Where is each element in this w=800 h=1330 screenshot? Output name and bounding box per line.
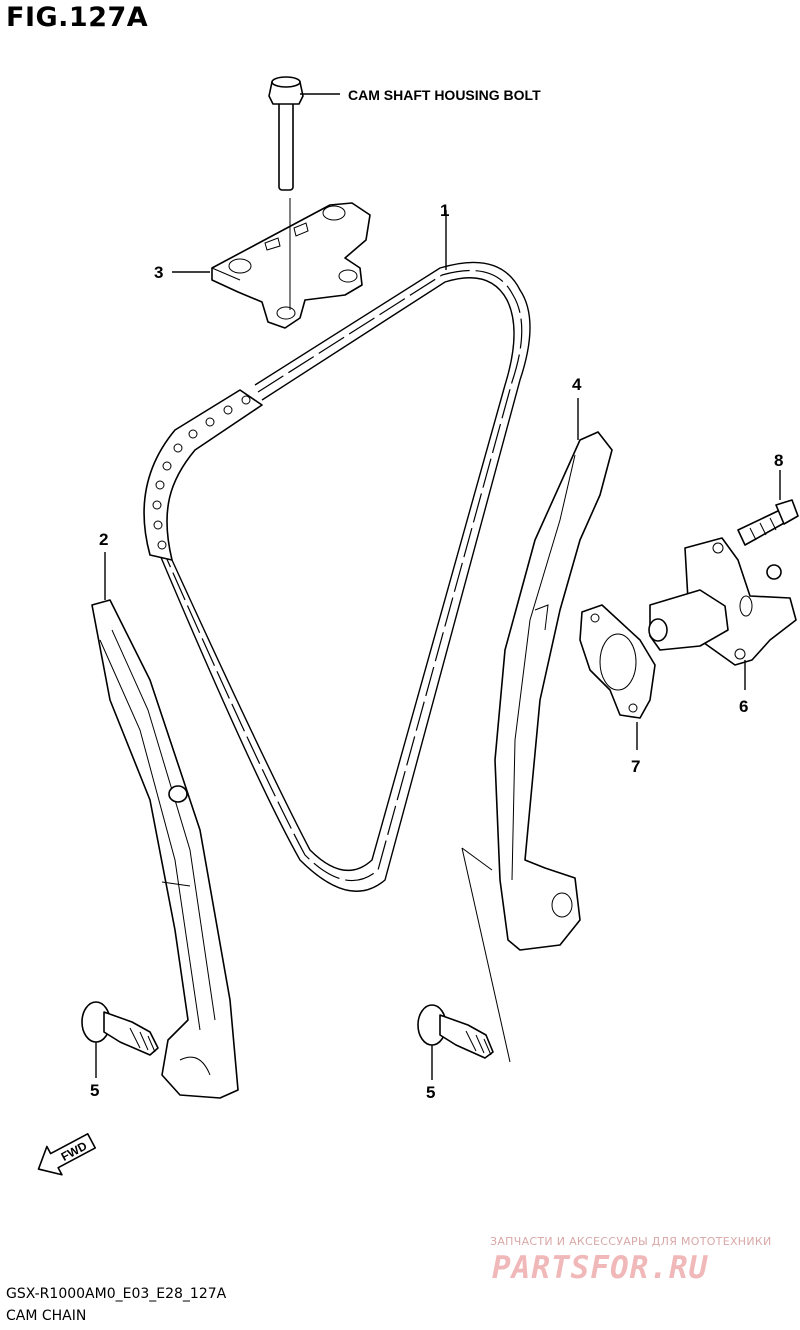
cam-shaft-housing-bolt: CAM SHAFT HOUSING BOLT (268, 76, 541, 191)
figure-name: CAM CHAIN (6, 1308, 87, 1324)
part-8-tensioner-bolt: 8 (737, 451, 799, 546)
callout-8: 8 (774, 451, 783, 470)
callout-7: 7 (631, 757, 640, 776)
callout-2: 2 (99, 530, 108, 549)
part-1-cam-chain: 1 (143, 201, 531, 892)
part-5-bolt-left: 5 (81, 1001, 159, 1100)
callout-1: 1 (440, 201, 449, 220)
watermark-brand: PARTSFOR.RU (492, 1250, 709, 1286)
figure-title: FIG.127A (6, 2, 149, 33)
part-5-bolt-right: 5 (417, 1004, 494, 1102)
bolt-label: CAM SHAFT HOUSING BOLT (348, 87, 541, 103)
callout-3: 3 (154, 263, 163, 282)
callout-5-right: 5 (426, 1083, 435, 1102)
watermark-tagline: ЗАПЧАСТИ И АКСЕССУАРЫ ДЛЯ МОТОТЕХНИКИ (490, 1235, 772, 1248)
figure-code: GSX-R1000AM0_E03_E28_127A (6, 1286, 227, 1302)
part-3-upper-guide: 3 (154, 198, 371, 329)
fwd-arrow-icon: FWD (37, 1133, 97, 1176)
callout-6: 6 (739, 697, 748, 716)
part-4-chain-guide: 4 (461, 375, 613, 1063)
part-2-tensioner-guide: 2 (91, 530, 239, 1099)
callout-5-left: 5 (90, 1081, 99, 1100)
part-6-chain-tensioner: 6 (648, 537, 797, 716)
callout-4: 4 (572, 375, 582, 394)
part-7-gasket: 7 (579, 604, 656, 776)
